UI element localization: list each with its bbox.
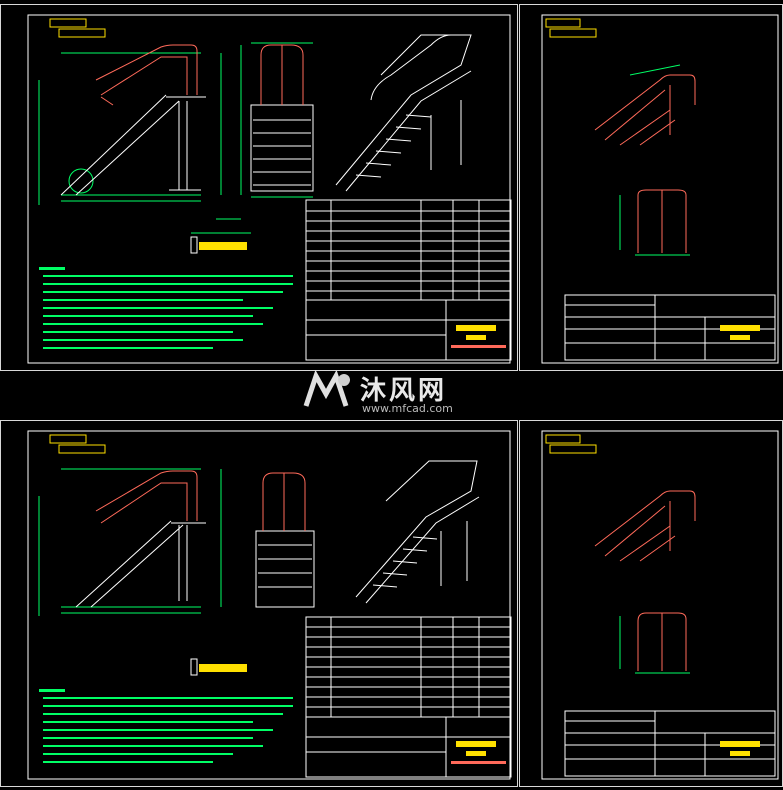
mfcad-logo-icon	[303, 369, 350, 407]
stair-drawing-top	[27, 14, 512, 364]
drawing-sheet-detail-top	[519, 4, 783, 371]
watermark-site-name: 沐风网	[360, 376, 448, 406]
watermark-url: www.mfcad.com	[362, 402, 453, 415]
drawing-sheet-main-bottom	[0, 420, 518, 787]
drawing-sheet-main-top	[0, 4, 518, 371]
watermark: 沐风网 www.mfcad.com	[300, 368, 500, 418]
handrail-detail-bottom	[541, 430, 779, 780]
drawing-sheet-detail-bottom	[519, 420, 783, 787]
stair-drawing-bottom	[27, 430, 512, 780]
handrail-detail-top	[541, 14, 779, 364]
